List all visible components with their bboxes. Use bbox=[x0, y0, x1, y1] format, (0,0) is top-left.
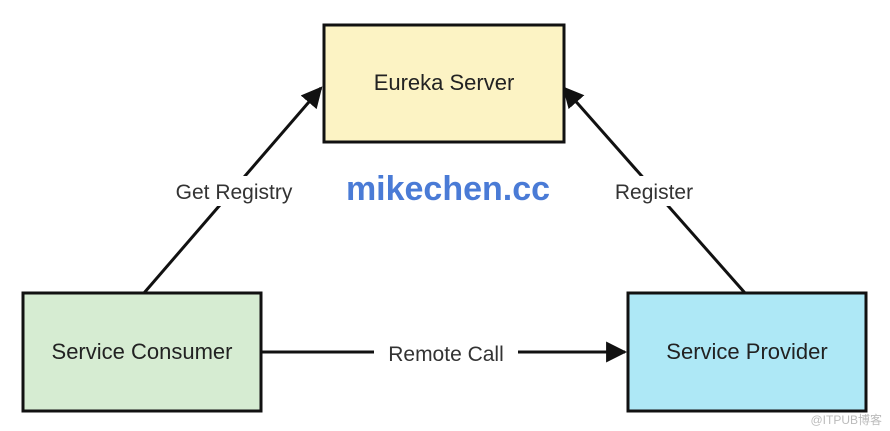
remote-call-label: Remote Call bbox=[388, 343, 504, 366]
eureka-server-node: Eureka Server bbox=[322, 23, 566, 144]
service-provider-box bbox=[626, 291, 868, 413]
watermark-text: mikechen.cc bbox=[346, 170, 550, 208]
eureka-server-box bbox=[322, 23, 566, 144]
get-registry-label: Get Registry bbox=[176, 181, 293, 204]
service-provider-label: Service Provider bbox=[666, 339, 827, 364]
service-consumer-label: Service Consumer bbox=[52, 339, 233, 364]
service-consumer-node: Service Consumer bbox=[21, 291, 263, 413]
register-label: Register bbox=[615, 181, 693, 204]
register-label-bg bbox=[604, 176, 704, 206]
remote-call-label-bg bbox=[374, 338, 518, 368]
get-registry-label-bg bbox=[160, 176, 308, 206]
eureka-server-label: Eureka Server bbox=[374, 70, 515, 95]
service-consumer-box bbox=[21, 291, 263, 413]
service-provider-node: Service Provider bbox=[626, 291, 868, 413]
source-credit: @ITPUB博客 bbox=[810, 412, 882, 427]
